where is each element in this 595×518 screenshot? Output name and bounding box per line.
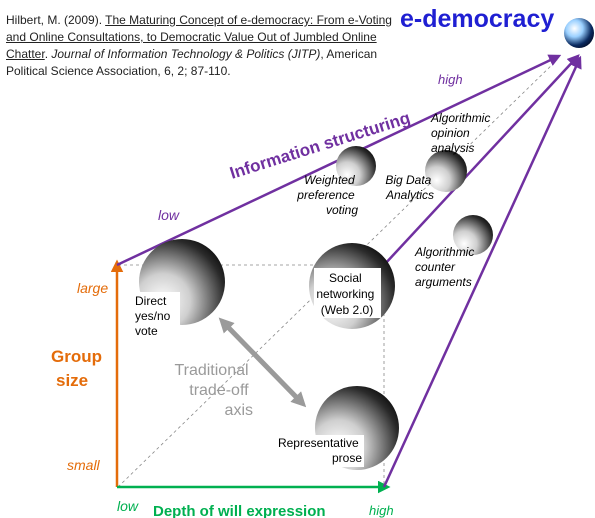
diagram-title: e-democracy — [400, 5, 554, 33]
citation: Hilbert, M. (2009). The Maturing Concept… — [6, 12, 396, 80]
depth-axis-label: Depth of will expression — [153, 503, 326, 518]
citation-journal: Journal of Information Technology & Poli… — [51, 47, 321, 61]
info-low-label: low — [158, 207, 180, 223]
weighted-voting-label: Weighted preference voting — [296, 173, 358, 217]
group-size-label: Group size — [51, 347, 107, 390]
depth-high-label: high — [369, 503, 394, 518]
big-data-label: Big Data Analytics — [385, 173, 435, 202]
representative-prose-label: Representative prose — [278, 436, 362, 465]
information-structuring-label: Information structuring — [227, 108, 412, 183]
group-size-large-label: large — [77, 280, 108, 296]
trade-off-label: Traditional trade-off axis — [174, 362, 253, 419]
cube-top-edge — [383, 54, 580, 266]
opinion-analysis-label: Algorithmic opinion analysis — [430, 111, 494, 155]
representative-prose-label-box — [276, 435, 364, 467]
opinion-analysis-sphere — [425, 150, 467, 192]
citation-separator: . — [44, 47, 52, 61]
info-high-label: high — [438, 72, 463, 87]
counter-arguments-label: Algorithmic counter arguments — [414, 245, 478, 289]
social-networking-label: Social networking (Web 2.0) — [316, 271, 377, 317]
citation-publisher: , American Political Science Association… — [6, 47, 378, 78]
citation-title: The Maturing Concept of e-democracy: Fro… — [6, 13, 392, 61]
direct-vote-label: Direct yes/no vote — [135, 294, 174, 338]
group-size-small-label: small — [67, 457, 101, 473]
trade-off-arrow — [218, 317, 307, 408]
counter-arguments-sphere — [453, 215, 493, 255]
e-democracy-sphere — [564, 18, 594, 48]
social-networking-label-box — [314, 268, 381, 318]
citation-authors: Hilbert, M. (2009). — [6, 13, 106, 27]
direct-vote-label-box — [132, 292, 180, 340]
depth-low-label: low — [117, 498, 139, 514]
cube-bottom-edge — [382, 55, 582, 488]
weighted-voting-sphere — [336, 146, 376, 186]
